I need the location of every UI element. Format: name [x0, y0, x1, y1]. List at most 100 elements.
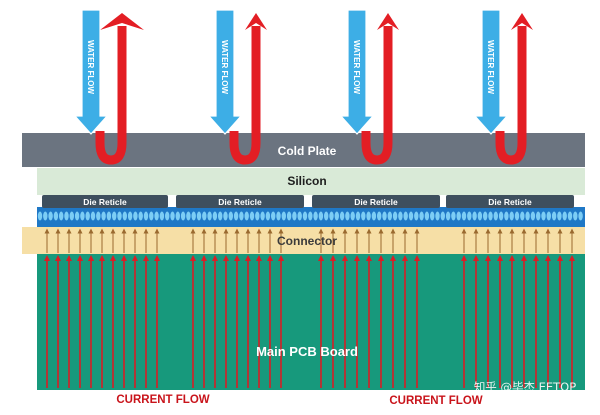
water-return-arrow-head [377, 13, 399, 30]
micro-bump [382, 211, 387, 221]
die-reticle-label: Die Reticle [488, 197, 532, 207]
water-return-arrow-head [511, 13, 533, 30]
die-reticle [42, 195, 168, 208]
micro-bump [530, 211, 536, 221]
micro-bump [514, 211, 520, 221]
micro-bump [520, 211, 525, 221]
micro-bump [339, 211, 345, 221]
water-flow-loop-2: WATER FLOW [207, 9, 267, 165]
water-return-loop [361, 26, 393, 165]
micro-bump [408, 211, 414, 221]
current-flow-label-left: CURRENT FLOW [116, 394, 209, 406]
micro-bump [106, 211, 112, 221]
micro-bump [239, 211, 244, 221]
micro-bump [504, 211, 509, 221]
micro-bump [260, 211, 265, 221]
micro-bump [85, 211, 90, 221]
micro-bump [59, 211, 64, 221]
micro-bump [286, 211, 292, 221]
micro-bump [541, 211, 546, 221]
pcb-label: Main PCB Board [256, 344, 358, 359]
micro-bump [48, 211, 53, 221]
micro-bump [149, 211, 154, 221]
water-return-arrow-head [245, 13, 267, 30]
micro-bump [573, 211, 578, 221]
micro-bump [424, 211, 430, 221]
micro-bump [498, 211, 504, 221]
micro-bump [488, 211, 493, 221]
connector-arrows [44, 228, 575, 253]
micro-bump [456, 211, 461, 221]
silicon-label: Silicon [287, 174, 326, 188]
micro-bump [461, 211, 467, 221]
micro-bump [101, 211, 106, 221]
micro-bump [387, 211, 392, 221]
micro-bump [345, 211, 350, 221]
micro-bump [53, 211, 59, 221]
micro-bump [265, 211, 271, 221]
die-reticle-label: Die Reticle [218, 197, 262, 207]
micro-bump [154, 211, 159, 221]
micro-bump [355, 211, 361, 221]
micro-bump [302, 211, 308, 221]
micro-bump [249, 211, 255, 221]
micro-bump [244, 211, 249, 221]
water-inlet-arrow [73, 9, 109, 135]
micro-bump [43, 211, 48, 221]
micro-bump [74, 211, 80, 221]
micro-bump [96, 211, 101, 221]
die-reticle [312, 195, 440, 208]
water-return-loop [495, 26, 527, 165]
connector-label: Connector [277, 234, 337, 248]
water-inlet-arrow [207, 9, 243, 135]
micro-bump [90, 211, 96, 221]
connector [22, 227, 585, 254]
micro-bump [578, 211, 583, 221]
micro-bump [196, 211, 202, 221]
micro-bump [80, 211, 85, 221]
micro-bump [403, 211, 408, 221]
micro-bump [271, 211, 276, 221]
micro-bump [435, 211, 440, 221]
water-flow-loop-4: WATER FLOW [473, 9, 533, 165]
micro-bump [392, 211, 398, 221]
micro-bump [159, 211, 165, 221]
micro-bump [493, 211, 498, 221]
micro-bump [567, 211, 573, 221]
micro-bump [117, 211, 122, 221]
micro-bump [255, 211, 260, 221]
micro-bump [377, 211, 382, 221]
micro-bump [228, 211, 233, 221]
micro-bump [324, 211, 329, 221]
micro-bump [430, 211, 435, 221]
micro-bump [143, 211, 149, 221]
micro-bump [281, 211, 286, 221]
micro-bump [64, 211, 69, 221]
micro-bump [212, 211, 218, 221]
micro-bump [175, 211, 180, 221]
micro-bump [467, 211, 472, 221]
micro-bump [297, 211, 302, 221]
water-flow-label: WATER FLOW [220, 40, 229, 95]
micro-bump [334, 211, 339, 221]
micro-bump [191, 211, 196, 221]
micro-bump [133, 211, 138, 221]
micro-bump [223, 211, 228, 221]
micro-bump [366, 211, 371, 221]
micro-bump [483, 211, 488, 221]
pcb-current-arrows [44, 255, 575, 388]
pcb-board [37, 252, 585, 390]
die-reticles: Die Reticle Die Reticle Die Reticle Die … [42, 195, 574, 208]
water-return-arrow-head [100, 13, 144, 30]
water-return-loop [229, 26, 261, 165]
die-reticle [176, 195, 304, 208]
micro-bump [445, 211, 451, 221]
micro-bumps [37, 211, 583, 221]
micro-bump [207, 211, 212, 221]
micro-bump [318, 211, 324, 221]
micro-bump [536, 211, 541, 221]
micro-bump [308, 211, 313, 221]
die-reticle [446, 195, 574, 208]
micro-bump [440, 211, 445, 221]
